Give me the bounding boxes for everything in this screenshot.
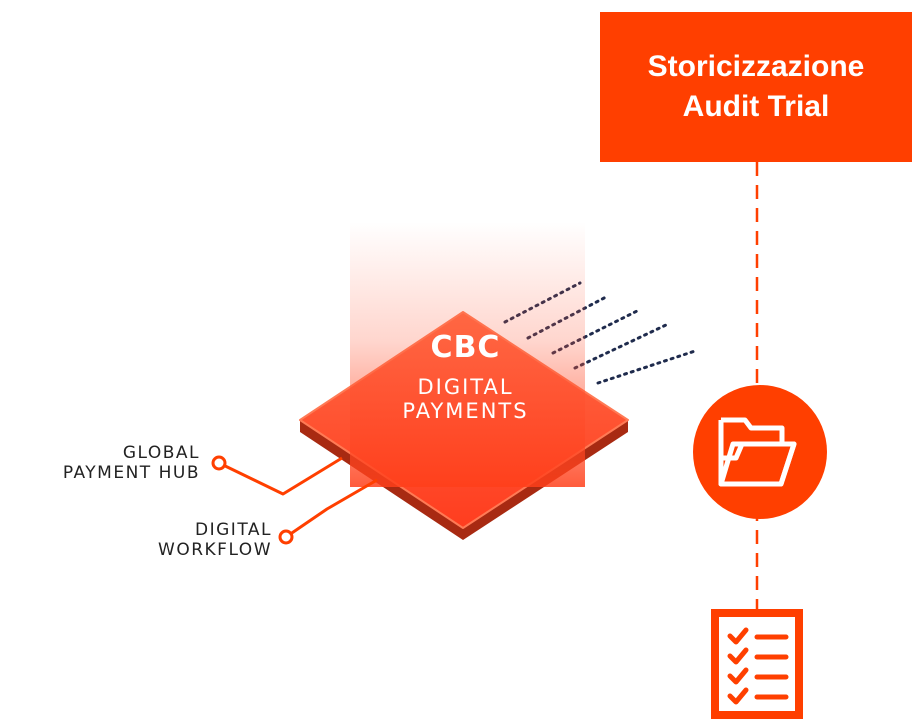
banner-line-2: Audit Trial [682,90,830,123]
digital-workflow-line-2: WORKFLOW [158,540,272,560]
chip-brand: CBC [430,330,501,365]
connector-node-workflow [278,529,294,545]
chip-line-1: DIGITAL [417,375,514,399]
connector-node-global [211,455,227,471]
global-payment-hub-label: GLOBAL PAYMENT HUB [10,443,200,483]
global-payment-hub-line-2: PAYMENT HUB [62,463,200,483]
banner-line-1: Storicizzazione [647,50,865,83]
digital-workflow-line-1: DIGITAL [195,520,272,540]
storicizzazione-banner: Storicizzazione Audit Trial [600,12,912,162]
chip-line-2: PAYMENTS [402,399,529,423]
chip-glow [350,222,585,487]
folder-icon [693,385,827,519]
connector-traces [218,456,378,539]
digital-workflow-label: DIGITAL WORKFLOW [60,520,272,560]
chip-label: CBC DIGITAL PAYMENTS [378,330,553,423]
checklist-icon [711,609,803,719]
global-payment-hub-line-1: GLOBAL [122,443,200,463]
